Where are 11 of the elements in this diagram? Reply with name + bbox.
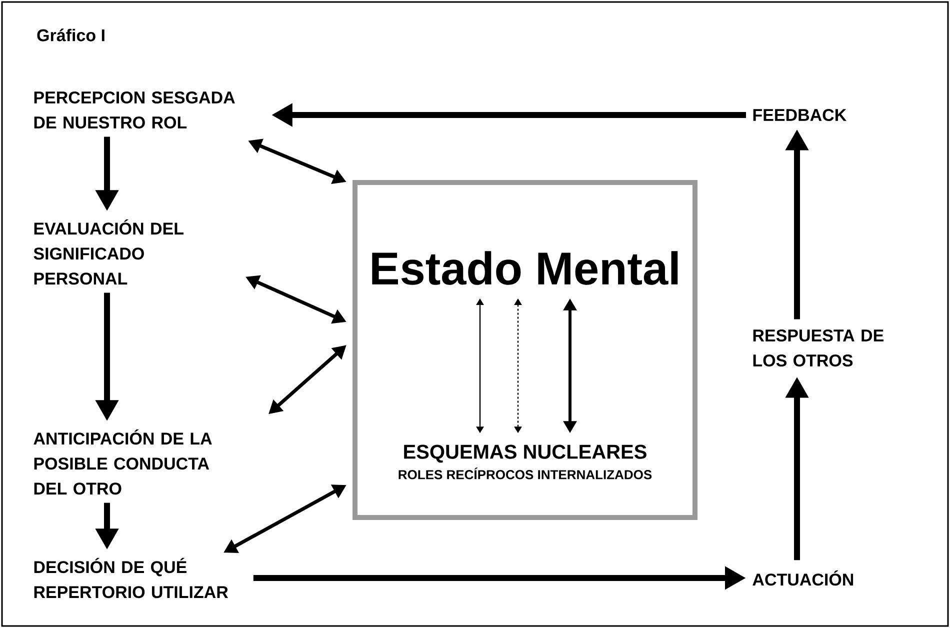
heading-text: Estado Mental [372,251,678,285]
step-label: ACTUACIÓN [752,570,854,586]
step-label: FEEDBACK [753,108,846,122]
step-label: DECISIÓN DE QUÉ REPERTORIO UTILIZAR [34,558,228,598]
step-label: ANTICIPACIÓN DE LA POSIBLE CONDUCTA DEL OTRO [34,429,212,495]
step-label: PERCEPCION SESGADA DE NUESTRO ROL [34,91,235,129]
step-label: EVALUACIÓN DEL SIGNIFICADO PERSONAL [34,219,184,285]
schema-label: ESQUEMAS NUCLEARES ROLES RECÍPROCOS INTERNALIZADOS [398,444,652,480]
central-box [352,180,698,520]
title: Gráfico I [37,28,104,42]
step-label: RESPUESTA DE LOS OTROS [753,329,884,367]
